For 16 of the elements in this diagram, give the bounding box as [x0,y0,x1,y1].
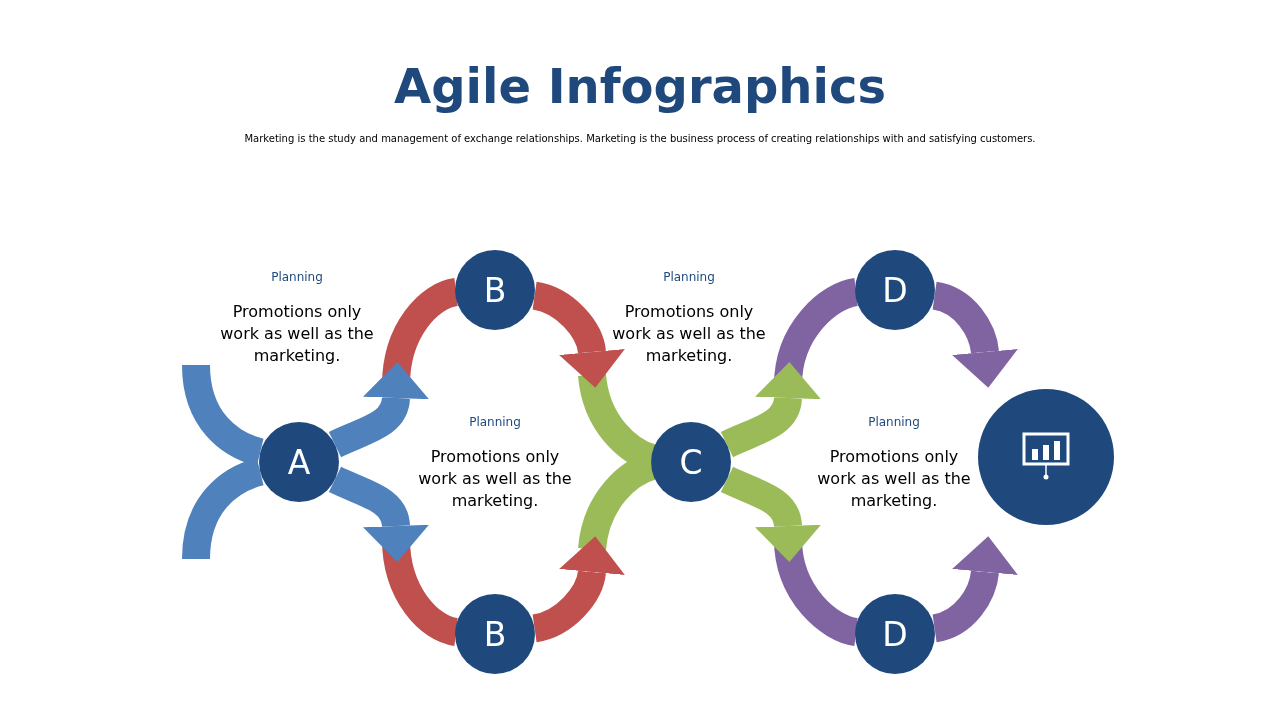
subtitle: Marketing is the study and management of exchange relationships. Marketing is the business process of creating relationships with and satisfying customers. [244,133,1036,144]
step-description: Promotions only work as well as the marketing. [417,446,573,512]
step-heading: Planning [469,415,521,429]
letter-circle: B [455,594,535,674]
letter-circle: D [855,250,935,330]
letter-circle: C [651,422,731,502]
step-description: Promotions only work as well as the marketing. [219,301,375,367]
letter-circle: A [259,422,339,502]
step-heading: Planning [663,270,715,284]
step-heading: Planning [868,415,920,429]
letter-circle: B [455,250,535,330]
step-description: Promotions only work as well as the marketing. [611,301,767,367]
step-description: Promotions only work as well as the marketing. [816,446,972,512]
letter-circle: D [855,594,935,674]
step-heading: Planning [271,270,323,284]
title: Agile Infographics [394,58,886,114]
